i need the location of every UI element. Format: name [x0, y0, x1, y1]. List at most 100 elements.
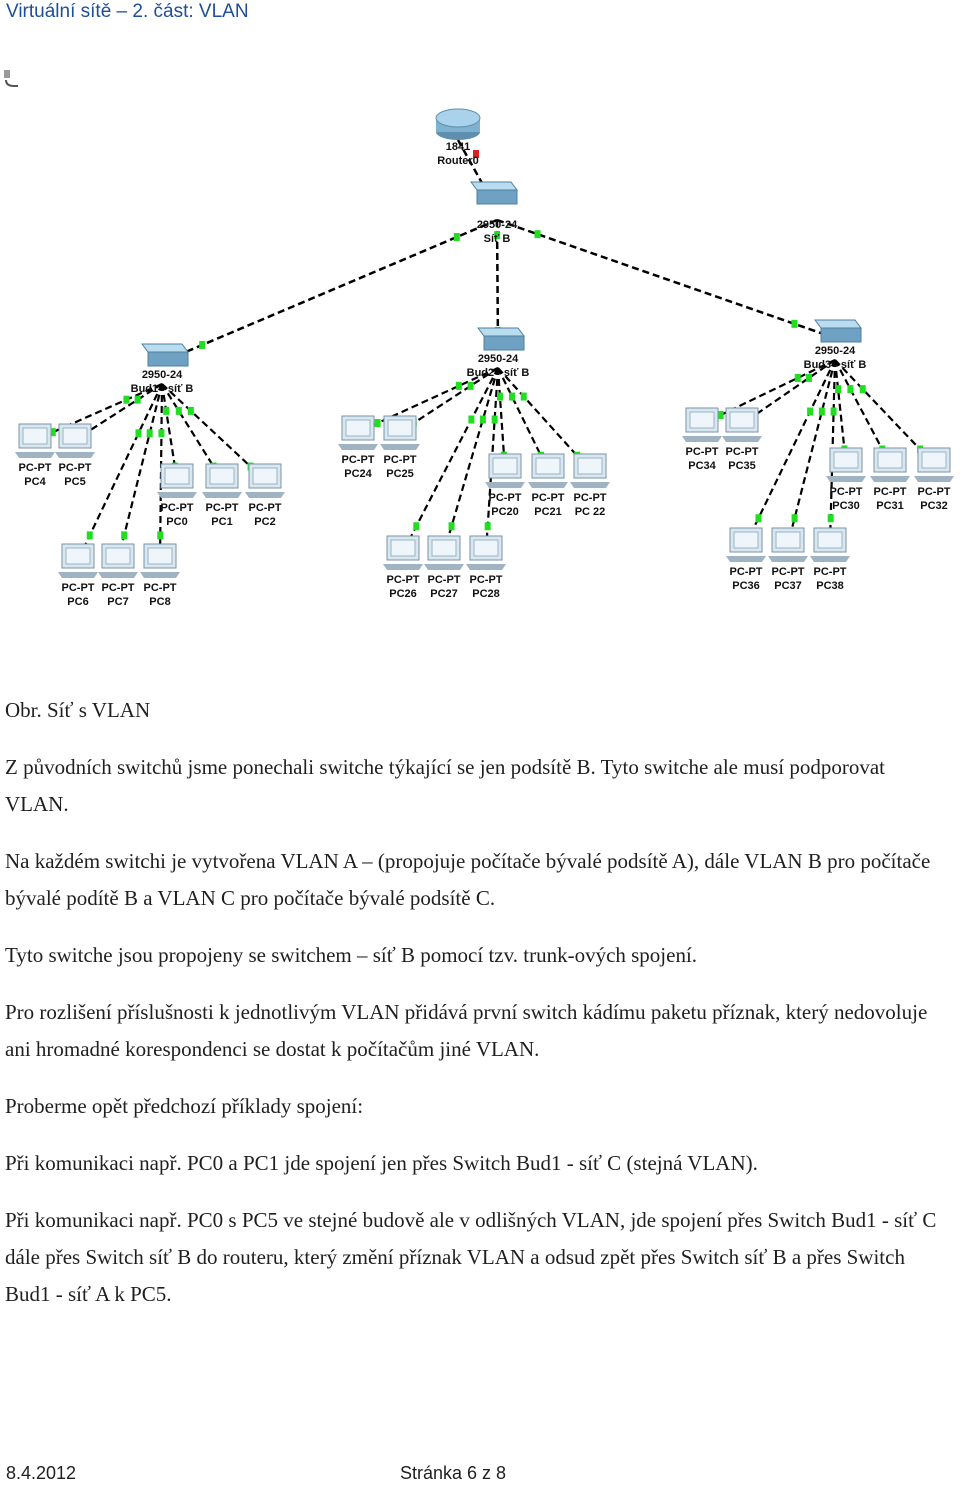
port-status-light [534, 230, 541, 239]
pc-type-label: PC-PT [206, 502, 239, 514]
switch-icon [141, 343, 189, 353]
port-status-light [479, 415, 486, 424]
port-status-light [717, 411, 724, 420]
pc-type-label: PC-PT [686, 446, 719, 458]
switch-icon [820, 327, 862, 343]
pc-type-label: PC-PT [489, 492, 522, 504]
pc-name-label: PC1 [211, 516, 232, 528]
paragraph: Tyto switche jsou propojeny se switchem … [5, 943, 698, 967]
port-status-light [199, 340, 206, 349]
port-status-light [467, 381, 474, 390]
pc-type-label: PC-PT [387, 574, 420, 586]
switch-model-label: 2950-24 [478, 353, 519, 365]
pc-screen [209, 467, 235, 485]
pc-base [466, 564, 506, 570]
pc-type-label: PC-PT [144, 582, 177, 594]
pc-base [870, 476, 910, 482]
port-status-light [121, 531, 128, 540]
port-status-light [847, 385, 854, 394]
trunk-link [495, 219, 500, 347]
pc-type-label: PC-PT [102, 582, 135, 594]
pc-screen [833, 451, 859, 469]
port-status-light [791, 319, 798, 328]
paragraph: Při komunikaci např. PC0 a PC1 jde spoje… [5, 1151, 758, 1175]
pc-base [383, 564, 423, 570]
pc-type-label: PC-PT [161, 502, 194, 514]
pc-type-label: PC-PT [918, 486, 951, 498]
pc-type-label: PC-PT [384, 454, 417, 466]
port-status-light [453, 233, 460, 242]
paragraph: Při komunikaci např. PC0 s PC5 ve stejné… [5, 1208, 937, 1306]
port-status-light [807, 407, 814, 416]
pc-screen [431, 539, 457, 557]
pc-screen [65, 547, 91, 565]
port-status-light [135, 429, 142, 438]
pc-screen [729, 411, 755, 429]
port-status-light [818, 407, 825, 416]
pc-base [245, 492, 285, 498]
pc-base [722, 436, 762, 442]
router-name-label: Router0 [437, 155, 479, 167]
pc-name-label: PC27 [430, 588, 458, 600]
port-status-light [755, 514, 762, 523]
pc-type-label: PC-PT [772, 566, 805, 578]
trunk-link [496, 218, 836, 340]
pc-type-label: PC-PT [874, 486, 907, 498]
pc-base [157, 492, 197, 498]
port-status-light [791, 514, 798, 523]
port-status-light [455, 381, 462, 390]
pc-type-label: PC-PT [814, 566, 847, 578]
switch-model-label: 2950-24 [142, 369, 183, 381]
pc-name-label: PC8 [149, 596, 170, 608]
switch-icon [476, 189, 518, 205]
router-icon [435, 108, 481, 128]
pc-type-label: PC-PT [726, 446, 759, 458]
pc-base [570, 482, 610, 488]
pc-type-label: PC-PT [574, 492, 607, 504]
pc-base [338, 444, 378, 450]
pc-base [424, 564, 464, 570]
pc-screen [147, 547, 173, 565]
core-switch-model-label: 2950-24 [477, 219, 518, 231]
pc-base [726, 556, 766, 562]
port-status-light [158, 429, 165, 438]
pc-screen [921, 451, 947, 469]
port-status-light [509, 392, 515, 401]
pc-type-label: PC-PT [730, 566, 763, 578]
pc-name-label: PC20 [491, 506, 519, 518]
switch-icon [147, 351, 189, 367]
pc-screen [473, 539, 499, 557]
pc-link [74, 383, 163, 441]
pc-link [834, 359, 891, 465]
pc-screen [252, 467, 278, 485]
port-status-light [859, 385, 866, 394]
pc-base [528, 482, 568, 488]
router-model-label: 1841 [446, 141, 470, 153]
pc-type-label: PC-PT [249, 502, 282, 514]
pc-screen [689, 411, 715, 429]
switch-name-label: Bud3 - síť B [804, 359, 867, 371]
switch-model-label: 2950-24 [815, 345, 856, 357]
pc-screen [345, 419, 371, 437]
pc-base [202, 492, 242, 498]
pc-base [810, 556, 850, 562]
footer-date: 8.4.2012 [6, 1463, 77, 1483]
pc-screen [105, 547, 131, 565]
pc-screen [492, 457, 518, 475]
pc-base [55, 452, 95, 458]
pc-screen [62, 427, 88, 445]
port-status-light [484, 522, 491, 531]
pc-screen [22, 427, 48, 445]
switch-name-label: Bud1 - síť B [131, 383, 194, 395]
pc-base [15, 452, 55, 458]
pc-base [682, 436, 722, 442]
port-status-light [496, 392, 503, 401]
pc-link [402, 367, 499, 553]
pc-type-label: PC-PT [342, 454, 375, 466]
document-header-title: Virtuální sítě – 2. část: VLAN [6, 1, 249, 22]
port-status-light [468, 415, 475, 424]
pc-name-label: PC6 [67, 596, 88, 608]
pc-type-label: PC-PT [428, 574, 461, 586]
paragraph: Z původních switchů jsme ponechali switc… [5, 755, 885, 816]
